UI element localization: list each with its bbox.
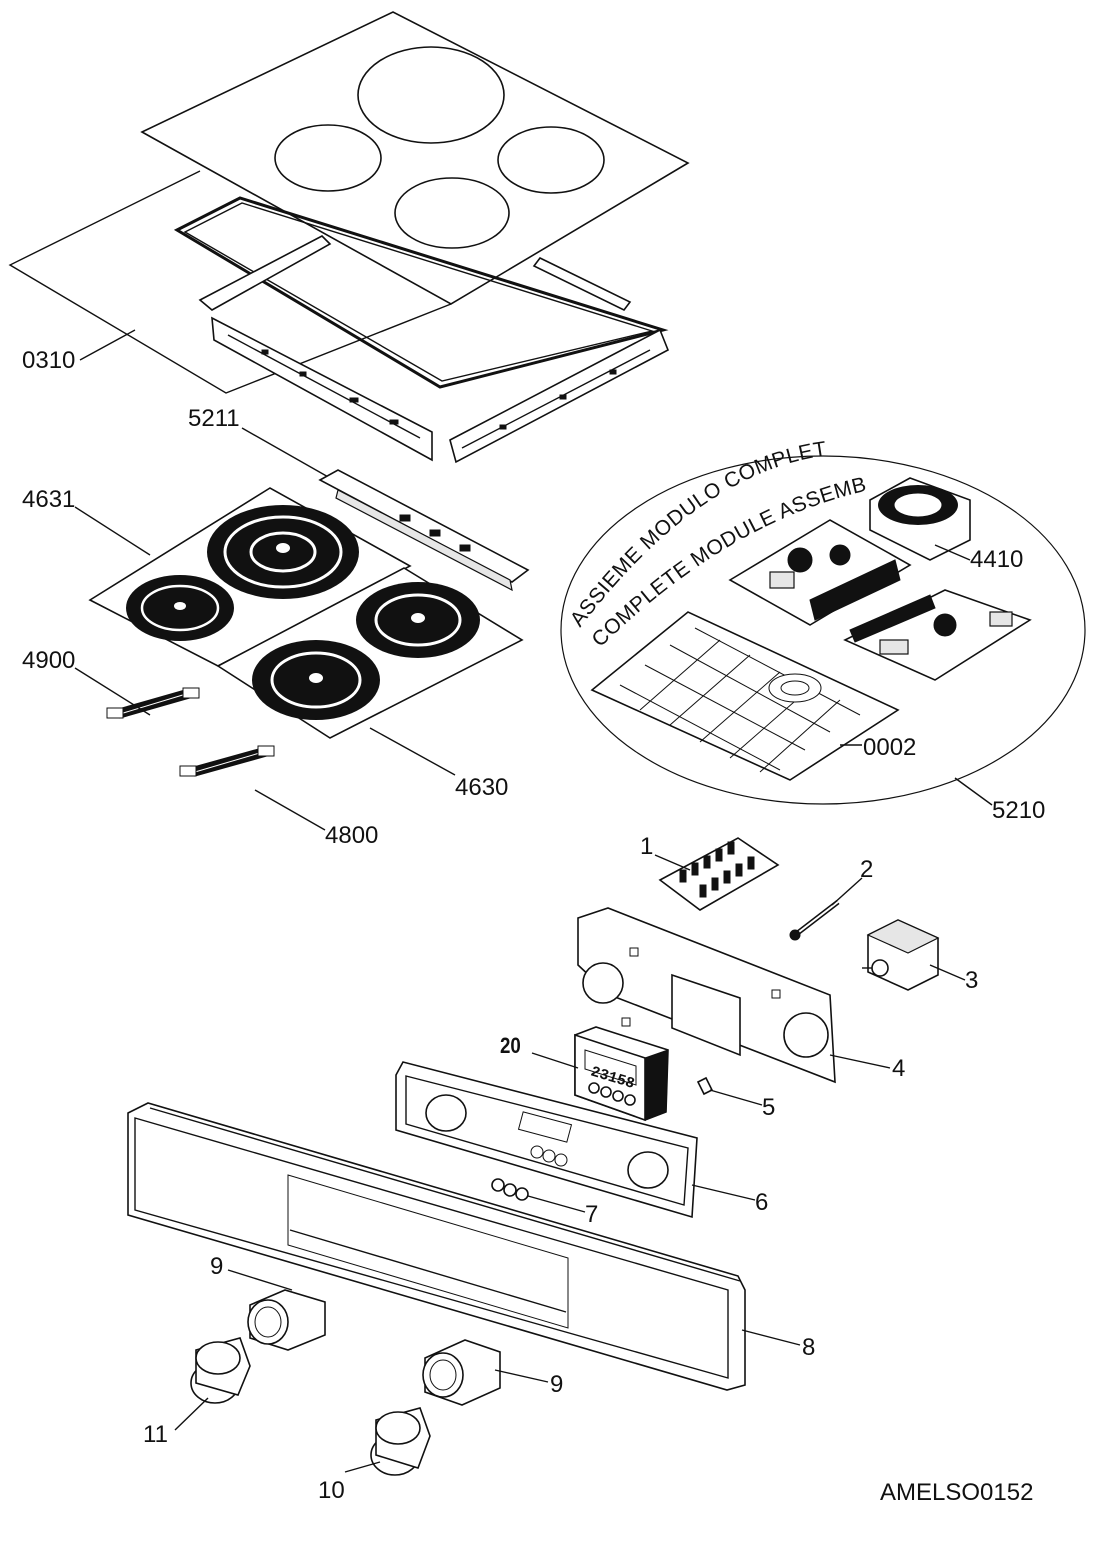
label-8: 8 xyxy=(802,1334,815,1361)
module-base-tray xyxy=(590,611,900,781)
gasket-sheet xyxy=(8,170,452,394)
seal-frame xyxy=(173,196,669,389)
induction-coil-large-rear xyxy=(207,505,359,599)
terminal-block xyxy=(658,837,780,911)
control-knob-left xyxy=(190,1337,251,1404)
label-5: 5 xyxy=(762,1094,775,1121)
label-7: 7 xyxy=(585,1201,598,1228)
glass-hob-top xyxy=(140,11,690,305)
label-4630: 4630 xyxy=(455,774,508,801)
label-6: 6 xyxy=(755,1189,768,1216)
coil-plate-front xyxy=(216,567,524,739)
control-knob-right xyxy=(370,1407,431,1476)
label-4: 4 xyxy=(892,1055,905,1082)
knob-bush-left xyxy=(247,1289,326,1351)
label-11: 11 xyxy=(143,1421,168,1448)
label-9-upper: 9 xyxy=(210,1253,223,1280)
digital-timer: 23158 xyxy=(574,1026,669,1122)
label-5210: 5210 xyxy=(992,797,1045,824)
power-board-front xyxy=(843,589,1032,681)
label-5211: 5211 xyxy=(188,405,240,432)
front-control-panel xyxy=(127,1102,746,1391)
label-0002: 0002 xyxy=(863,734,916,761)
selector-switch xyxy=(862,919,940,991)
flat-cable-4900 xyxy=(106,687,200,719)
side-rail-right xyxy=(449,256,670,464)
label-4410: 4410 xyxy=(970,546,1023,573)
label-3: 3 xyxy=(965,967,978,994)
cooling-fan xyxy=(869,477,971,561)
timer-buttons xyxy=(588,1082,636,1106)
small-pin xyxy=(696,1076,714,1096)
temperature-sensor xyxy=(789,900,840,941)
side-rail-left xyxy=(198,235,433,462)
label-4900: 4900 xyxy=(22,647,75,674)
knob-bush-right xyxy=(422,1339,501,1406)
label-0310: 0310 xyxy=(22,347,75,374)
power-board-rear xyxy=(728,519,912,626)
induction-coil-small-rear xyxy=(126,575,234,641)
flat-cable-4800 xyxy=(179,745,275,777)
label-4800: 4800 xyxy=(325,822,378,849)
label-20: 20 xyxy=(500,1035,521,1059)
induction-coil-small-front xyxy=(356,582,480,658)
label-4631: 4631 xyxy=(22,486,75,513)
coil-plate-rear xyxy=(88,487,412,667)
fascia-frame xyxy=(395,1061,698,1219)
label-2: 2 xyxy=(860,856,873,883)
drawing-code: AMELSO0152 xyxy=(880,1479,1033,1506)
control-board-strip xyxy=(318,469,530,592)
label-9-lower: 9 xyxy=(550,1371,563,1398)
push-buttons xyxy=(491,1178,529,1201)
label-1: 1 xyxy=(640,833,653,860)
label-10: 10 xyxy=(318,1477,345,1504)
induction-coil-large-front xyxy=(252,640,380,720)
control-mounting-panel xyxy=(577,907,836,1084)
